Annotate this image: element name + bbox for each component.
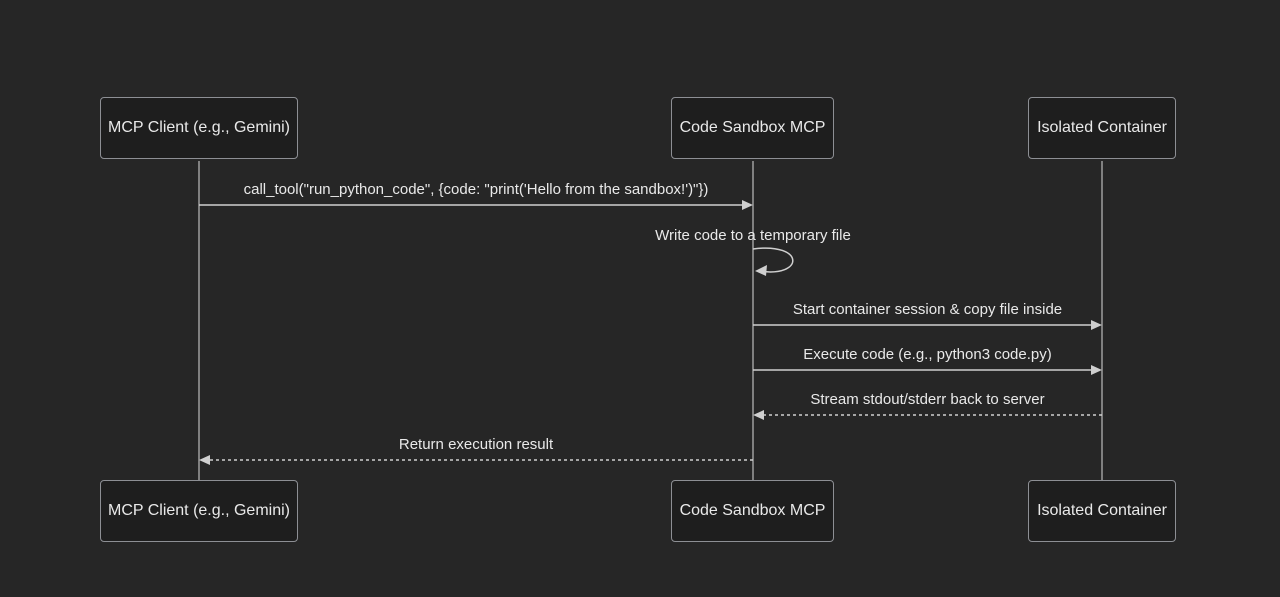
arrowhead-icon xyxy=(755,265,767,276)
arrowhead-icon xyxy=(1091,320,1102,330)
arrowhead-icon xyxy=(742,200,753,210)
arrowhead-icon xyxy=(753,410,764,420)
message-label-stream-output: Stream stdout/stderr back to server xyxy=(810,391,1045,408)
self-message-loop xyxy=(752,247,794,273)
message-label-return-result: Return execution result xyxy=(398,436,554,453)
actor-label: Isolated Container xyxy=(1037,502,1167,519)
actor-box-isolated-container-bottom: Isolated Container xyxy=(1028,480,1176,542)
message-label-start-container: Start container session & copy file insi… xyxy=(792,301,1063,318)
actor-label: MCP Client (e.g., Gemini) xyxy=(108,502,290,519)
arrowhead-icon xyxy=(1091,365,1102,375)
message-label-call-tool: call_tool("run_python_code", {code: "pri… xyxy=(243,181,709,198)
actor-label: Code Sandbox MCP xyxy=(679,119,826,136)
actor-box-code-sandbox-mcp-bottom: Code Sandbox MCP xyxy=(671,480,834,542)
message-label-write-temp-file: Write code to a temporary file xyxy=(655,227,851,244)
actor-label: Code Sandbox MCP xyxy=(679,502,826,519)
actor-label: Isolated Container xyxy=(1037,119,1167,136)
actor-label: MCP Client (e.g., Gemini) xyxy=(108,119,290,136)
arrowhead-icon xyxy=(199,455,210,465)
message-label-execute-code: Execute code (e.g., python3 code.py) xyxy=(803,346,1052,363)
actor-box-mcp-client-bottom: MCP Client (e.g., Gemini) xyxy=(100,480,298,542)
actor-box-code-sandbox-mcp-top: Code Sandbox MCP xyxy=(671,97,834,159)
actor-box-mcp-client-top: MCP Client (e.g., Gemini) xyxy=(100,97,298,159)
actor-box-isolated-container-top: Isolated Container xyxy=(1028,97,1176,159)
